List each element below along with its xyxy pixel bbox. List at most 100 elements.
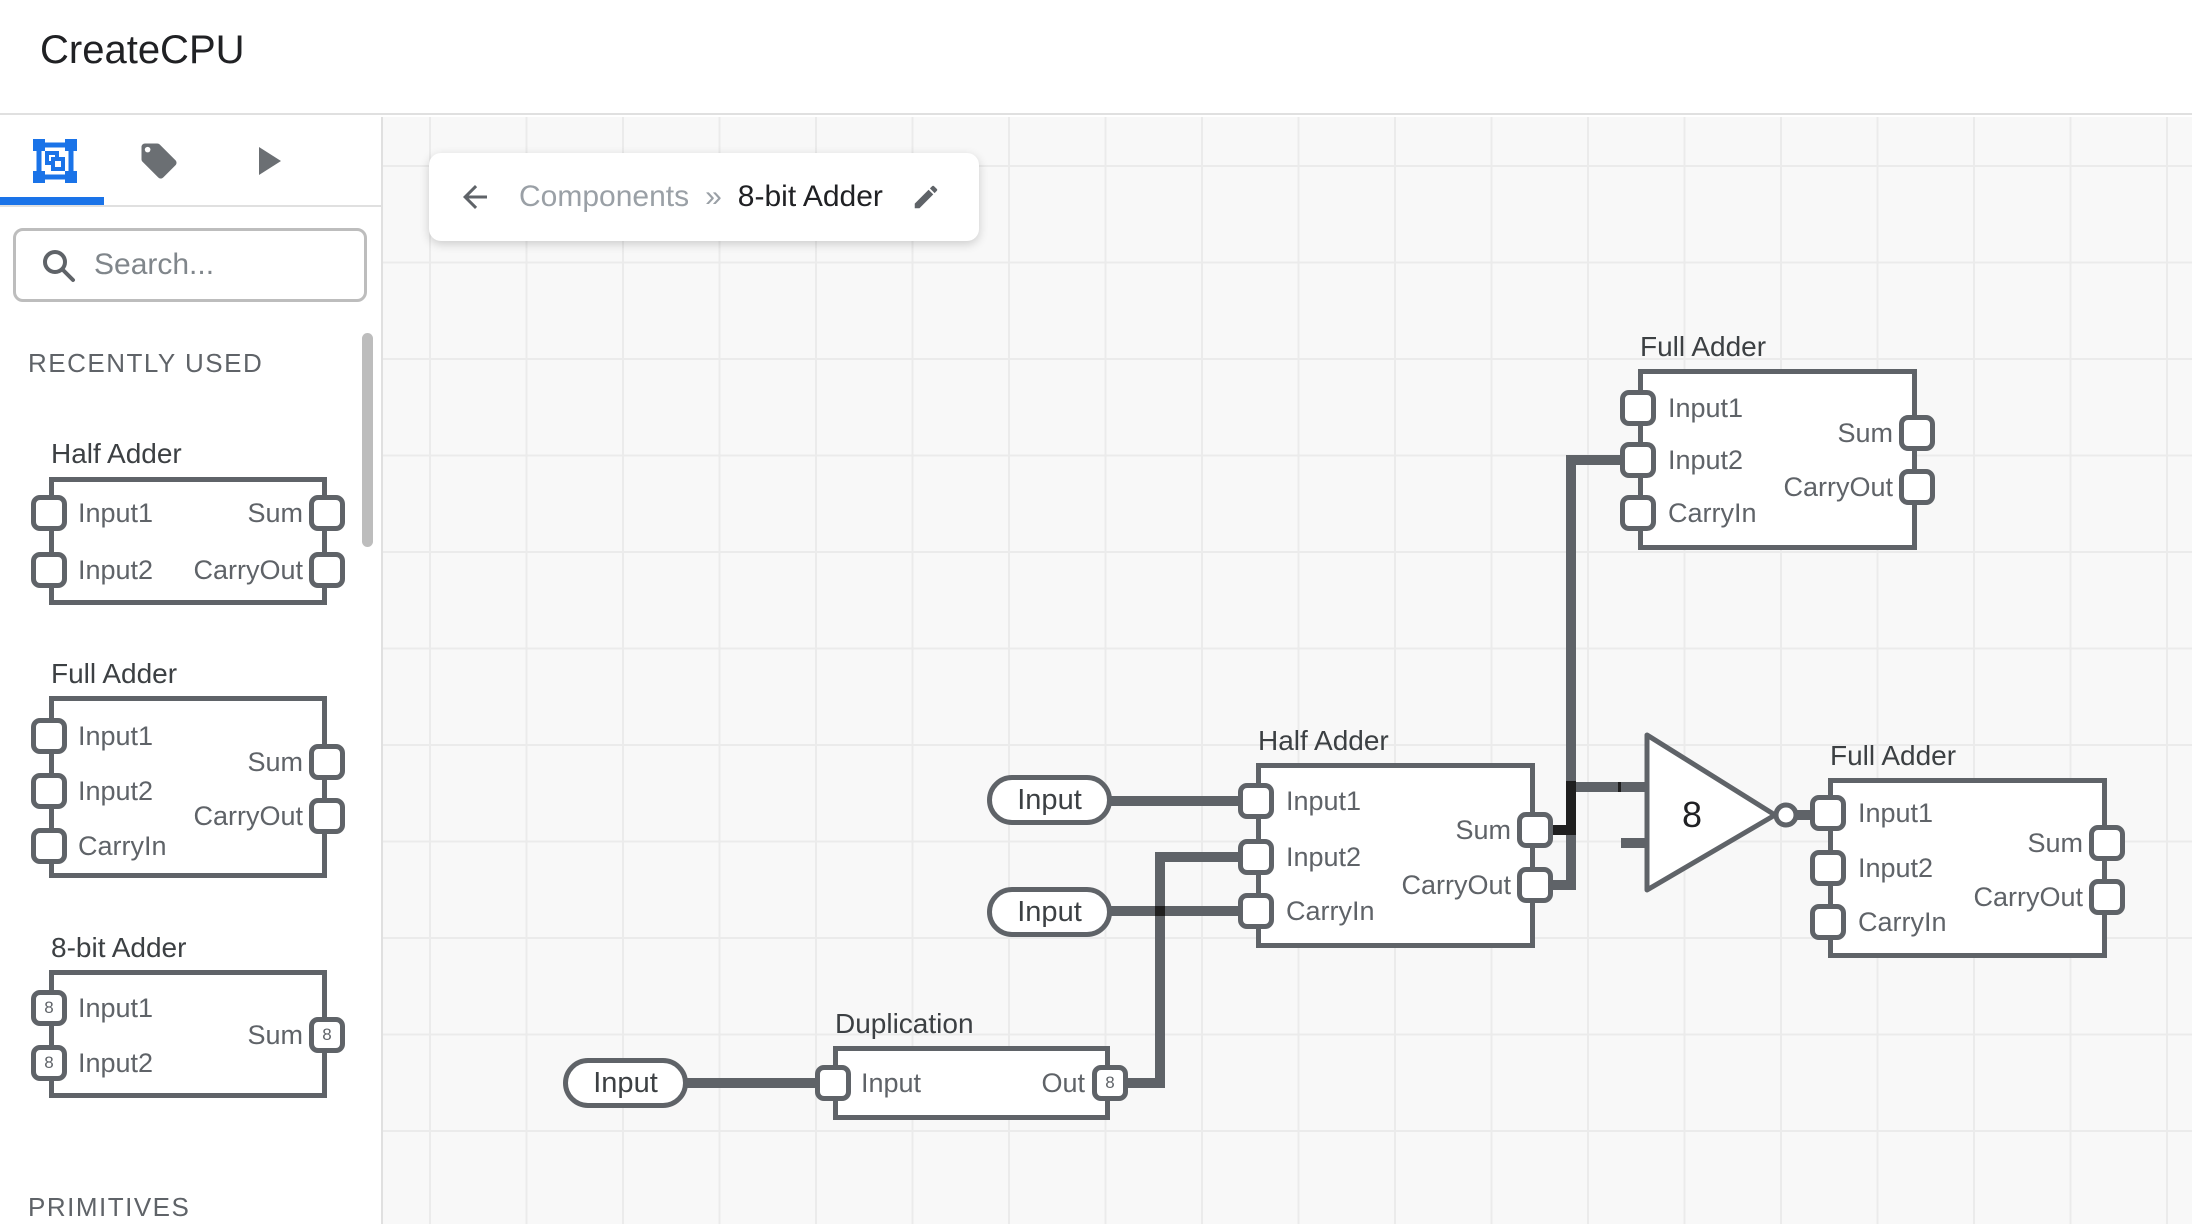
- wire-input3-to-carryin[interactable]: [1108, 906, 1242, 916]
- port-carryin: [31, 828, 67, 864]
- node-bus-gate[interactable]: 8: [1612, 722, 1842, 912]
- wire-duplication-out-riser[interactable]: [1155, 852, 1165, 1088]
- wire-sum-riser-overlap[interactable]: [1566, 781, 1576, 835]
- wire-carryout-h[interactable]: [1544, 880, 1576, 890]
- port-label: CarryIn: [1668, 498, 1757, 528]
- input-pin-1[interactable]: Input: [987, 775, 1112, 825]
- breadcrumb-separator: »: [705, 180, 722, 213]
- port-input[interactable]: [815, 1065, 851, 1101]
- port-input1: [31, 718, 67, 754]
- port-input2[interactable]: [1620, 442, 1656, 478]
- port-label: CarryIn: [1286, 896, 1375, 926]
- port-sum: [309, 744, 345, 780]
- port-input1[interactable]: [1810, 795, 1846, 831]
- port-carryout[interactable]: [1899, 469, 1935, 505]
- port-label: CarryIn: [78, 831, 167, 861]
- port-label: Sum: [247, 747, 303, 777]
- node-title: Full Adder: [1830, 740, 1957, 771]
- tab-components[interactable]: [0, 117, 110, 205]
- tab-tags[interactable]: [104, 117, 214, 205]
- section-primitives: PRIMITIVES: [28, 1192, 191, 1222]
- port-carryin[interactable]: [1810, 904, 1846, 940]
- wire-to-fulladder-top-input2[interactable]: [1566, 455, 1630, 465]
- palette-item-title: 8-bit Adder: [51, 932, 187, 963]
- port-out[interactable]: 8: [1092, 1065, 1128, 1101]
- component-icon: [33, 139, 77, 183]
- wire-gate-to-fulladder-right[interactable]: [1794, 810, 1816, 820]
- canvas[interactable]: [383, 117, 2192, 1224]
- node-full-adder-top[interactable]: Full Adder Input1 Input2 CarryIn Sum Car…: [1620, 331, 1935, 553]
- port-label: CarryOut: [1401, 870, 1511, 900]
- port-input1[interactable]: [1620, 390, 1656, 426]
- wire-sum-to-gate[interactable]: [1576, 782, 1624, 792]
- breadcrumb-parent[interactable]: Components: [519, 180, 690, 213]
- port-label: Out: [1041, 1068, 1085, 1098]
- gate-triangle: [1644, 732, 1778, 893]
- app-header: CreateCPU: [0, 0, 2192, 115]
- input-pin-2[interactable]: Input: [987, 887, 1112, 937]
- search-icon: [41, 248, 77, 284]
- wire-input2-to-duplication[interactable]: [684, 1078, 820, 1088]
- port-sum[interactable]: [2089, 825, 2125, 861]
- node-full-adder-right[interactable]: Full Adder Input1 Input2 CarryIn Sum Car…: [1810, 740, 2125, 960]
- tabs-divider: [0, 205, 383, 207]
- palette-item-8bit-adder[interactable]: 8-bit Adder 8 8 8 Input1 Input2 Sum: [31, 932, 345, 1098]
- back-button[interactable]: [457, 179, 493, 215]
- component-body: [49, 696, 327, 878]
- port-carryout[interactable]: [1517, 867, 1553, 903]
- node-duplication[interactable]: Duplication 8 Input Out: [815, 1008, 1128, 1123]
- breadcrumb: Components » 8-bit Adder: [429, 153, 979, 241]
- node-half-adder[interactable]: Half Adder Input1 Input2 CarryIn Sum Car…: [1238, 725, 1553, 951]
- gate-input-stub-top: [1621, 782, 1648, 792]
- port-input1[interactable]: [1238, 783, 1274, 819]
- port-input2[interactable]: [1810, 850, 1846, 886]
- wire-sum-exit-overlap[interactable]: [1544, 825, 1576, 835]
- port-label: Input2: [78, 776, 154, 806]
- port-label: CarryOut: [1783, 472, 1893, 502]
- port-label: Input2: [78, 1048, 154, 1078]
- gate-width-label: 8: [1682, 794, 1702, 835]
- component-body: [49, 970, 327, 1098]
- wire-carryout-riser[interactable]: [1566, 455, 1576, 890]
- gate-output-bubble: [1773, 802, 1799, 828]
- port-sum: 8: [309, 1017, 345, 1053]
- port-label: Sum: [1837, 418, 1893, 448]
- port-label: Input1: [78, 721, 154, 751]
- wire-input1-to-halfadder[interactable]: [1108, 796, 1242, 806]
- port-label: Input1: [78, 993, 154, 1023]
- port-carryin[interactable]: [1620, 495, 1656, 531]
- wire-duplication-to-input2[interactable]: [1155, 852, 1247, 862]
- port-carryout[interactable]: [2089, 879, 2125, 915]
- port-input2: [31, 552, 67, 588]
- palette-item-full-adder[interactable]: Full Adder Input1 Input2 CarryIn Sum Car…: [31, 658, 345, 882]
- port-label: Sum: [247, 1020, 303, 1050]
- wire-crossing: [1155, 906, 1165, 916]
- port-input2[interactable]: [1238, 839, 1274, 875]
- port-label: Input1: [78, 498, 154, 528]
- port-carryin[interactable]: [1238, 893, 1274, 929]
- edit-name-button[interactable]: [911, 182, 941, 212]
- port-input2: 8: [31, 1045, 67, 1081]
- search-box: [13, 228, 367, 302]
- component-body: [1828, 778, 2107, 958]
- wire-duplication-out-h[interactable]: [1124, 1078, 1165, 1088]
- port-carryout: [309, 798, 345, 834]
- palette-item-title: Half Adder: [51, 438, 182, 469]
- sidebar-scrollbar-thumb[interactable]: [362, 333, 373, 547]
- port-input1: [31, 495, 67, 531]
- node-title: Duplication: [835, 1008, 974, 1039]
- port-sum[interactable]: [1899, 415, 1935, 451]
- node-title: Full Adder: [1640, 331, 1767, 362]
- tab-run[interactable]: [212, 117, 322, 205]
- port-label: CarryOut: [193, 555, 303, 585]
- play-icon: [247, 141, 287, 181]
- search-input[interactable]: [13, 228, 367, 302]
- component-body: [833, 1046, 1110, 1120]
- input-pin-3[interactable]: Input: [563, 1058, 688, 1108]
- port-input2: [31, 773, 67, 809]
- palette-item-half-adder[interactable]: Half Adder Input1 Input2 Sum CarryOut: [31, 438, 345, 608]
- port-label: Sum: [1455, 815, 1511, 845]
- port-sum[interactable]: [1517, 812, 1553, 848]
- port-input1: 8: [31, 990, 67, 1026]
